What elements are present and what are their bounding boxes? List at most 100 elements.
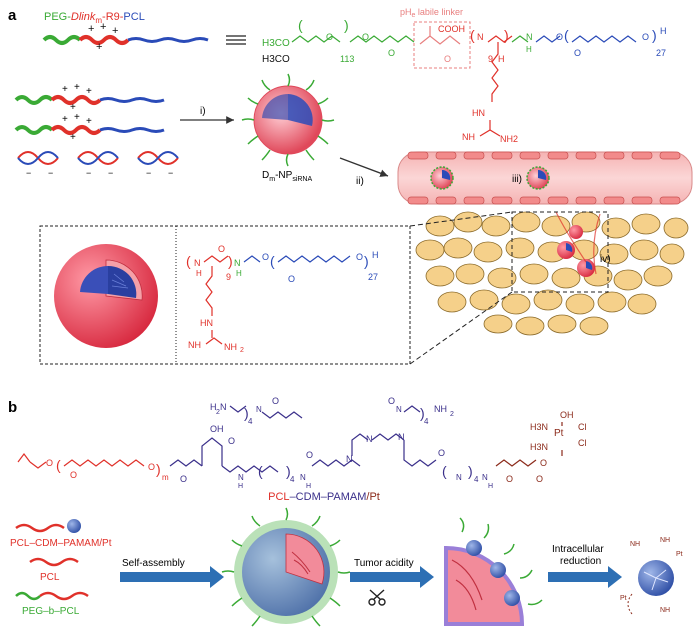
legend-pcl: PCL	[123, 11, 144, 23]
svg-text:N: N	[346, 454, 353, 464]
step-2-label: ii)	[356, 176, 364, 187]
svg-text:O: O	[180, 474, 187, 484]
equivalence-symbol	[226, 35, 246, 45]
scissors-icon	[368, 589, 386, 606]
legend-peg-b: PEG–b–PCL	[22, 606, 80, 617]
step-4-label: iv)	[600, 254, 611, 265]
svg-text:O: O	[272, 396, 279, 406]
svg-text:O: O	[642, 32, 649, 42]
svg-text:+: +	[96, 41, 102, 53]
step-1-label: i)	[200, 106, 206, 117]
svg-text:−: −	[86, 168, 91, 178]
svg-text:H: H	[660, 26, 667, 36]
legend-peg: PEG-	[44, 11, 71, 23]
pamam-n-1: 4	[290, 475, 295, 484]
svg-text:2: 2	[450, 411, 454, 418]
np-label: Dm-NPsiRNA	[262, 170, 312, 183]
pt-h3n-1: H3N	[530, 422, 548, 432]
svg-text:Pt: Pt	[676, 551, 683, 558]
peg-corona	[241, 73, 335, 167]
inset-panel	[39, 211, 513, 365]
svg-text:NH: NH	[630, 541, 640, 548]
step-intracellular-1: Intracellular	[552, 544, 604, 555]
svg-text:(: (	[564, 27, 569, 43]
svg-text:NH: NH	[434, 404, 447, 414]
svg-text:(: (	[258, 463, 263, 479]
svg-text:−: −	[146, 168, 151, 178]
svg-text:O: O	[326, 32, 333, 42]
svg-text:+: +	[86, 86, 92, 97]
nanoparticle-siRNA	[241, 73, 335, 167]
micelle	[221, 507, 351, 627]
step-intracellular-2: reduction	[560, 556, 601, 567]
svg-text:): )	[286, 463, 291, 479]
svg-text:+: +	[100, 21, 106, 33]
polymer-legend: PEG-Dlinkm-R9-PCL	[44, 11, 145, 25]
svg-text:4: 4	[424, 417, 429, 426]
legend-dlink: Dlink	[71, 11, 96, 23]
svg-text:HN: HN	[200, 318, 213, 328]
svg-text:+: +	[62, 114, 68, 125]
svg-text:O: O	[218, 244, 225, 254]
svg-text:+: +	[86, 116, 92, 127]
conj-pamam: PAMAM	[327, 491, 367, 503]
svg-text:O: O	[438, 448, 445, 458]
panel-b-label: b	[8, 399, 17, 416]
svg-text:): )	[344, 17, 349, 33]
svg-text:N: N	[238, 473, 244, 482]
inset-structure: ( N H ) 9 O N H O ( O O ) H 27 HN NH NH …	[186, 244, 379, 354]
zoom-box	[511, 211, 609, 293]
pt-cl-1: Cl	[578, 422, 587, 432]
conj-pt: /Pt	[366, 491, 379, 503]
panel-b-legend: PCL–CDM–PAMAM/Pt PCL PEG–b–PCL	[10, 519, 112, 617]
svg-text:O: O	[388, 48, 395, 58]
svg-text:N: N	[526, 32, 533, 42]
conj-pcl: PCL	[268, 491, 289, 503]
acid-cleaved-micelle	[444, 517, 543, 626]
polymer-mixture: ++++ ++++ −− −− −−	[14, 82, 179, 178]
svg-text:(: (	[56, 457, 61, 473]
svg-text:(: (	[270, 253, 275, 269]
svg-text:O: O	[262, 252, 269, 262]
np-label-np: -NP	[275, 170, 293, 181]
svg-text:+: +	[70, 102, 76, 113]
conj-cdm: –CDM–	[290, 491, 328, 503]
svg-text:): )	[156, 461, 161, 477]
svg-text:N: N	[398, 432, 405, 442]
svg-text:O: O	[506, 474, 513, 484]
svg-text:H: H	[372, 250, 379, 260]
svg-text:OH: OH	[210, 424, 224, 434]
inset-o: O	[288, 274, 295, 284]
svg-text:O: O	[148, 462, 155, 472]
h3co-label-2: H3CO	[262, 54, 290, 65]
svg-text:): )	[420, 405, 425, 421]
svg-text:+: +	[88, 23, 94, 35]
svg-text:4: 4	[248, 417, 253, 426]
inset-r9-n: 9	[226, 272, 231, 282]
legend-r9: -R9-	[102, 11, 124, 23]
step-self-assembly: Self-assembly	[122, 558, 185, 569]
svg-text:O: O	[228, 436, 235, 446]
pt-oh-label: OH	[560, 410, 574, 420]
np-label-m: m	[269, 176, 275, 183]
svg-text:O: O	[574, 48, 581, 58]
extravasated-nps	[555, 211, 601, 277]
linker-label-rest: labile linker	[415, 7, 463, 17]
amine-nh: NH	[462, 132, 475, 142]
blood-vessel	[397, 151, 693, 205]
tumor-tissue	[415, 211, 689, 336]
svg-text:H: H	[210, 402, 217, 412]
conjugate-name: PCL–CDM–PAMAM/Pt	[268, 491, 380, 503]
svg-text:N: N	[477, 32, 484, 42]
svg-text:N: N	[194, 258, 201, 268]
svg-text:(: (	[186, 253, 191, 269]
step-tumor-acidity: Tumor acidity	[354, 558, 414, 569]
svg-text:O: O	[306, 450, 313, 460]
svg-text:N: N	[482, 473, 488, 482]
legend-dlink-sub: m	[95, 16, 102, 25]
arrow-tumor-acidity	[350, 566, 434, 588]
svg-text:+: +	[112, 25, 118, 37]
np-label-d: D	[262, 170, 269, 181]
svg-text:H: H	[236, 269, 242, 278]
